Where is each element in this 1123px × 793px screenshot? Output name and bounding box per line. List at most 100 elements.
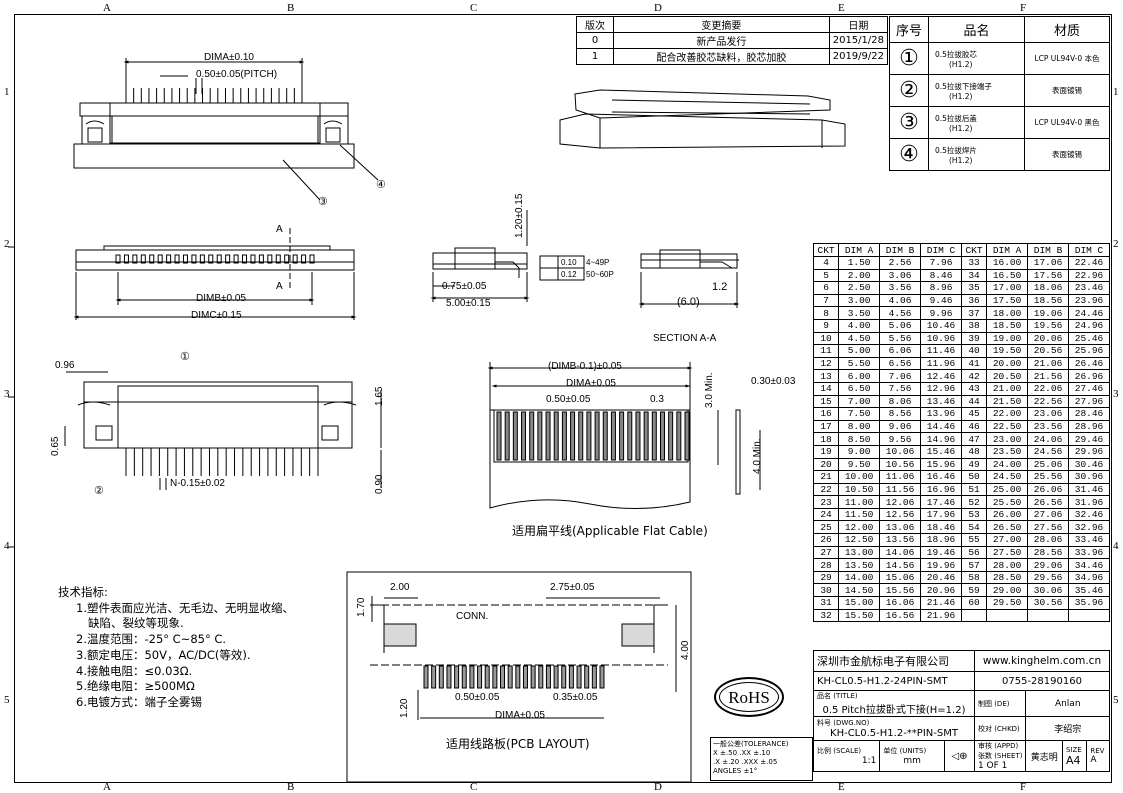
pad bbox=[484, 665, 490, 689]
pad bbox=[166, 254, 172, 264]
tech-line: 5.绝缘电阻：≥500MΩ bbox=[76, 679, 195, 694]
drawn-label: 制图 (DE) bbox=[977, 699, 1010, 708]
sheet-value: 1 OF 1 bbox=[977, 761, 1008, 771]
bom-name-sub: (H1.2) bbox=[949, 59, 973, 69]
zone-letter: B bbox=[287, 781, 295, 793]
dim-table-cell: 54 bbox=[960, 520, 988, 535]
unit-value: mm bbox=[903, 756, 921, 766]
pad bbox=[182, 254, 188, 264]
dim-label: 2.75±0.05 bbox=[550, 582, 595, 593]
tech-line: 4.接触电阻：≤0.03Ω. bbox=[76, 663, 193, 678]
dim-label: 5.00±0.15 bbox=[446, 298, 491, 309]
zone-number: 3 bbox=[1113, 388, 1119, 400]
zone-number: 1 bbox=[1113, 86, 1119, 98]
pad bbox=[284, 254, 290, 264]
pad bbox=[602, 411, 608, 461]
bom-material: LCP UL94V-0 本色 bbox=[1024, 42, 1110, 75]
tolerance-box: 一般公差(TOLERANCE) X ±.50 .XX ±.10 .X ±.20 … bbox=[710, 737, 813, 781]
tech-line: 缺陷、裂纹等现象. bbox=[88, 616, 184, 631]
zone-number: 4 bbox=[1113, 540, 1119, 552]
dim-label: 1.2 bbox=[712, 281, 728, 293]
rev-ver: 1 bbox=[576, 48, 614, 65]
dim-label: 0.90 bbox=[374, 474, 385, 494]
tolerance-range: 50~60P bbox=[586, 270, 614, 279]
zone-number: 1 bbox=[4, 86, 10, 98]
zone-number: 5 bbox=[4, 694, 10, 706]
zone-letter: E bbox=[838, 781, 845, 793]
zone-number: 5 bbox=[1113, 694, 1119, 706]
dwg-cell: 料号 (DWG.NO)KH-CL0.5-H1.2-**PIN-SMT bbox=[813, 716, 975, 741]
dim-label: (6.0) bbox=[677, 296, 700, 308]
pad bbox=[500, 665, 506, 689]
zone-letter: F bbox=[1020, 781, 1027, 793]
bom-name: 0.5拉拔焊片(H1.2) bbox=[928, 138, 1025, 171]
pad bbox=[301, 254, 307, 264]
pad bbox=[199, 254, 205, 264]
dim-table-cell: 59 bbox=[960, 583, 988, 598]
zone-letter: D bbox=[654, 781, 662, 793]
dim-label: 1.65 bbox=[374, 386, 385, 406]
dim-label: 0.96 bbox=[55, 360, 75, 371]
section-mark: A bbox=[276, 281, 283, 292]
projection-symbol-icon: ◁⊕ bbox=[944, 740, 975, 772]
drawn-value: Anlan bbox=[1025, 690, 1110, 717]
bom-name-text: 0.5拉拔下接端子 bbox=[935, 81, 992, 91]
pad bbox=[643, 411, 649, 461]
isometric-view bbox=[559, 89, 846, 149]
pad bbox=[627, 411, 633, 461]
pad bbox=[123, 254, 129, 264]
dim-label: 1.20±0.15 bbox=[514, 193, 525, 238]
pad bbox=[191, 254, 197, 264]
dim-label: 4.00 bbox=[680, 640, 691, 660]
zone-letter: C bbox=[470, 781, 478, 793]
pad bbox=[469, 665, 475, 689]
detail-pins bbox=[125, 448, 319, 476]
pad bbox=[492, 665, 498, 689]
balloon-2: ② bbox=[94, 485, 104, 497]
dim-table-cell: 24 bbox=[812, 507, 840, 522]
zone-letter: E bbox=[838, 2, 845, 14]
bom-header-name: 品名 bbox=[928, 16, 1025, 43]
pad bbox=[292, 254, 298, 264]
pad bbox=[553, 411, 559, 461]
pad bbox=[684, 411, 690, 461]
appd-value: 黄志明 bbox=[1030, 752, 1058, 763]
pad bbox=[599, 665, 605, 689]
scale-value: 1:1 bbox=[861, 756, 877, 766]
dim-label: DIMA±0.10 bbox=[204, 52, 254, 63]
bom-name: 0.5拉拔胶芯(H1.2) bbox=[928, 42, 1025, 75]
pad bbox=[115, 254, 121, 264]
pad bbox=[454, 665, 460, 689]
pad bbox=[522, 665, 528, 689]
revision-table: 版次 变更摘要 日期 0 新产品发行 2015/1/28 1 配合改善胶芯缺料，… bbox=[576, 16, 889, 65]
dim-label: 1.70 bbox=[356, 597, 367, 617]
unit-label: 单位 (UNITS) bbox=[883, 747, 927, 755]
section-mark: A bbox=[276, 224, 283, 235]
bom-name-text: 0.5拉拔后盖 bbox=[935, 113, 977, 123]
tech-title: 技术指标: bbox=[58, 585, 108, 599]
pad bbox=[438, 665, 444, 689]
pad bbox=[512, 411, 518, 461]
detail-view bbox=[77, 381, 357, 449]
dim-label: 0.35±0.05 bbox=[553, 692, 598, 703]
pad bbox=[477, 665, 483, 689]
bom-material: LCP UL94V-0 黑色 bbox=[1024, 106, 1110, 139]
dim-label: 4.0 Min. bbox=[752, 438, 763, 474]
pad bbox=[149, 254, 155, 264]
pad bbox=[140, 254, 146, 264]
check-label: 校对 (CHKD) bbox=[977, 724, 1020, 733]
dim-label: DIMB±0.05 bbox=[196, 293, 246, 304]
pad bbox=[545, 665, 551, 689]
pad bbox=[578, 411, 584, 461]
